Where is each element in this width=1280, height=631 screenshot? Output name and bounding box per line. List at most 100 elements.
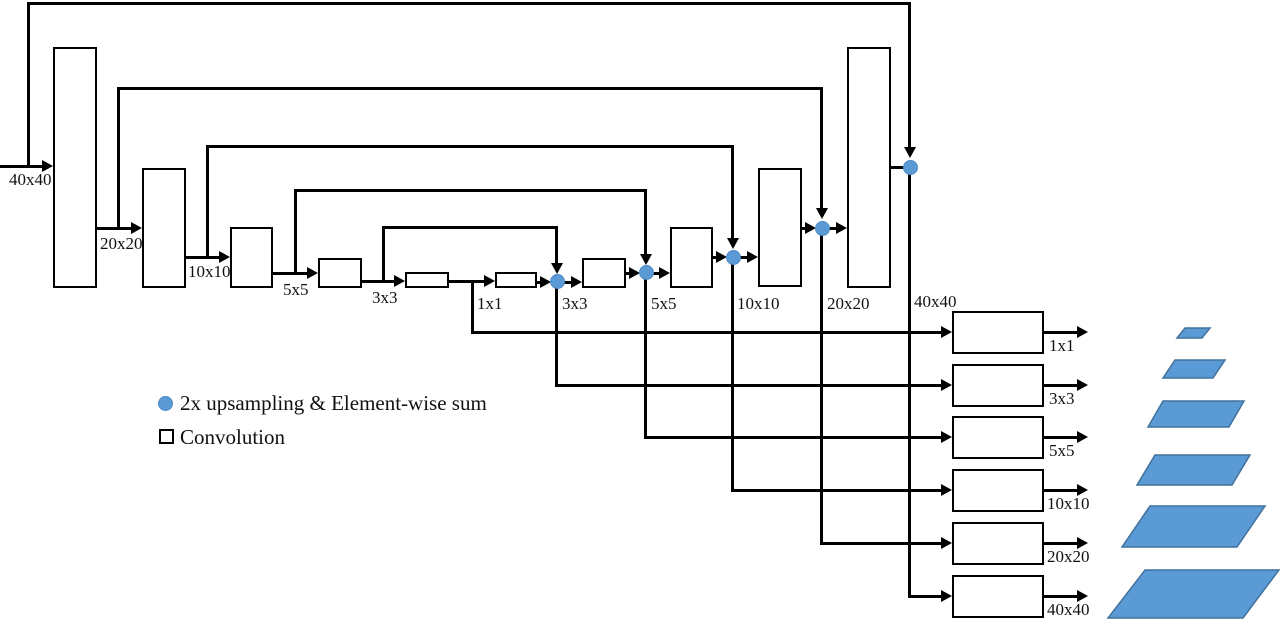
arrow-right-icon <box>571 276 582 288</box>
arrow-right-icon <box>1077 379 1088 391</box>
encoder-box-1x1 <box>495 272 537 288</box>
output-drop-5x5 <box>644 273 647 438</box>
upsample-sum-node-40x40 <box>903 160 918 175</box>
connector-40-20 <box>97 227 133 230</box>
arrow-down-icon <box>640 254 652 265</box>
output-box-5x5 <box>952 416 1044 459</box>
skip-20-line <box>117 87 823 90</box>
output-arrow-20x20 <box>1044 542 1077 545</box>
encoder-box-40x40 <box>53 47 97 288</box>
pyramid-level-1x1 <box>1175 327 1212 339</box>
pyramid-level-20x20 <box>1120 505 1267 548</box>
skip-3-drop <box>555 226 558 264</box>
label-dec-10x10: 10x10 <box>737 294 780 313</box>
arrow-right-icon <box>484 275 495 287</box>
arrow-right-icon <box>941 590 952 602</box>
output-box-10x10 <box>952 469 1044 512</box>
skip-5-drop <box>644 189 647 255</box>
skip-20-drop <box>820 87 823 209</box>
connector-dec5-sum <box>713 256 718 259</box>
arrow-right-icon <box>747 251 758 263</box>
arrow-down-icon <box>904 147 916 158</box>
legend-upsample-label: 2x upsampling & Element-wise sum <box>180 391 487 415</box>
arrow-down-icon <box>551 263 563 274</box>
pyramid-level-10x10 <box>1135 454 1252 486</box>
output-row-10x10 <box>731 489 943 492</box>
arrow-right-icon <box>1077 484 1088 496</box>
encoder-box-3x3 <box>405 272 449 288</box>
output-row-20x20 <box>820 542 943 545</box>
label-out-10x10: 10x10 <box>1047 494 1090 513</box>
output-drop-3x3 <box>555 282 558 386</box>
skip-5-riser <box>294 189 297 274</box>
arrow-right-icon <box>394 275 405 287</box>
legend-convolution-label: Convolution <box>180 425 286 449</box>
connector-20-10 <box>186 256 220 259</box>
skip-3-line <box>382 226 558 229</box>
skip-3-riser <box>382 226 385 282</box>
arrow-right-icon <box>1077 537 1088 549</box>
label-enc-1x1: 1x1 <box>477 294 503 313</box>
output-arrow-1x1 <box>1044 331 1077 334</box>
label-dec-3x3: 3x3 <box>562 294 588 313</box>
output-box-1x1 <box>952 311 1044 354</box>
arrow-right-icon <box>42 160 53 172</box>
label-enc-3x3: 3x3 <box>372 288 398 307</box>
output-arrow-3x3 <box>1044 384 1077 387</box>
arrow-right-icon <box>1077 326 1088 338</box>
arrow-right-icon <box>307 267 318 279</box>
pyramid-level-5x5 <box>1146 400 1246 428</box>
output-row-40x40 <box>908 595 943 598</box>
connector-sum-dec5 <box>652 272 661 275</box>
label-out-3x3: 3x3 <box>1049 389 1075 408</box>
output-row-5x5 <box>644 436 943 439</box>
encoder-box-20x20 <box>142 168 186 288</box>
connector-sum-dec10 <box>739 256 749 259</box>
arrow-right-icon <box>941 431 952 443</box>
skip-40-drop <box>908 2 911 148</box>
output-arrow-40x40 <box>1044 595 1077 598</box>
upsample-sum-node-20x20 <box>815 221 830 236</box>
skip-10-drop <box>731 145 734 239</box>
label-enc-10x10: 10x10 <box>188 262 231 281</box>
connector-input <box>0 165 43 168</box>
connector-dec10-sum <box>802 227 807 230</box>
legend-upsample-dot-icon <box>158 396 173 411</box>
arrow-down-icon <box>727 238 739 249</box>
label-out-1x1: 1x1 <box>1049 336 1075 355</box>
skip-10-riser <box>206 145 209 258</box>
connector-dec3-sum <box>626 272 631 275</box>
arrow-right-icon <box>131 222 142 234</box>
output-box-3x3 <box>952 364 1044 407</box>
encoder-box-10x10 <box>230 227 273 288</box>
connector-dec20-sum <box>891 166 904 169</box>
label-out-40x40: 40x40 <box>1047 600 1090 619</box>
arrow-down-icon <box>816 208 828 219</box>
output-box-40x40 <box>952 575 1044 618</box>
output-box-20x20 <box>952 522 1044 565</box>
output-drop-40x40 <box>908 167 911 597</box>
skip-20-riser <box>117 87 120 229</box>
label-out-20x20: 20x20 <box>1047 547 1090 566</box>
output-row-1x1 <box>471 331 943 334</box>
connector-10-5 <box>273 272 308 275</box>
decoder-box-10x10 <box>758 168 802 287</box>
label-out-5x5: 5x5 <box>1049 441 1075 460</box>
connector-sum-dec20 <box>828 227 838 230</box>
arrow-right-icon <box>941 379 952 391</box>
connector-3-1 <box>449 280 485 283</box>
label-enc-5x5: 5x5 <box>283 280 309 299</box>
arrow-right-icon <box>805 222 816 234</box>
output-arrow-10x10 <box>1044 489 1077 492</box>
output-drop-10x10 <box>731 257 734 491</box>
arrow-right-icon <box>659 267 670 279</box>
label-dec-20x20: 20x20 <box>827 294 870 313</box>
skip-10-line <box>206 145 734 148</box>
skip-5-line <box>294 189 647 192</box>
arrow-right-icon <box>716 251 727 263</box>
upsample-sum-node-10x10 <box>726 250 741 265</box>
legend-convolution-square-icon <box>159 429 174 444</box>
skip-40-line <box>27 2 911 5</box>
